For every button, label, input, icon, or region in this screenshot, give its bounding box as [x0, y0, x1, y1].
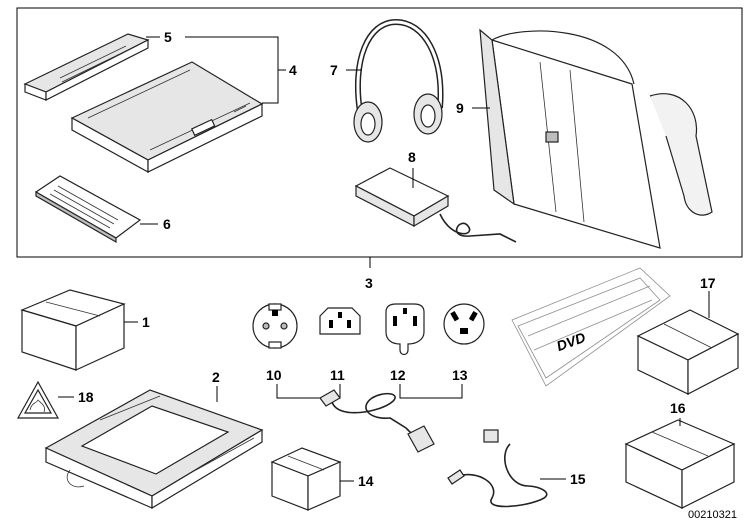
plug-type-13 [443, 303, 485, 345]
box-14 [270, 447, 342, 511]
callout-1: 1 [142, 314, 150, 330]
callout-18: 18 [78, 389, 94, 405]
box-17 [636, 309, 740, 395]
box-16 [624, 419, 736, 509]
headphones [353, 18, 444, 143]
callout-15: 15 [570, 471, 586, 487]
plug-type-11 [319, 307, 361, 335]
callout-6: 6 [163, 216, 171, 232]
mounting-frame [44, 389, 264, 510]
callout-14: 14 [358, 473, 374, 489]
callout-17: 17 [700, 275, 716, 291]
leader-bracket-10-11 [276, 384, 341, 399]
callout-11: 11 [330, 367, 345, 383]
dvd-player [70, 61, 264, 174]
av-cable [447, 429, 548, 508]
callout-10: 10 [266, 367, 282, 383]
remote-control [34, 175, 142, 244]
dvd-sleeve [511, 267, 671, 387]
callout-9: 9 [456, 100, 464, 116]
speaker-bar [23, 33, 150, 101]
plug-type-12 [385, 303, 425, 356]
dvd-label: DVD [554, 329, 587, 354]
callout-8: 8 [408, 149, 416, 165]
warning-label [16, 380, 60, 419]
kit-frame [16, 7, 743, 258]
callout-4: 4 [289, 62, 297, 78]
leader-bracket-12-13 [399, 384, 463, 399]
reference-number: 00210321 [688, 509, 737, 521]
plug-type-10 [252, 303, 298, 349]
callout-12: 12 [390, 367, 406, 383]
callout-7: 7 [330, 62, 338, 78]
callout-16: 16 [670, 400, 686, 416]
power-cable [319, 389, 435, 453]
callout-5: 5 [164, 29, 172, 45]
callout-3: 3 [365, 275, 373, 291]
power-adapter [354, 167, 517, 243]
callout-2: 2 [212, 369, 220, 385]
callout-13: 13 [452, 367, 468, 383]
box-1 [20, 289, 126, 371]
leader-5 [146, 36, 279, 70]
carrying-bag [479, 28, 713, 249]
leader-4 [262, 69, 286, 104]
